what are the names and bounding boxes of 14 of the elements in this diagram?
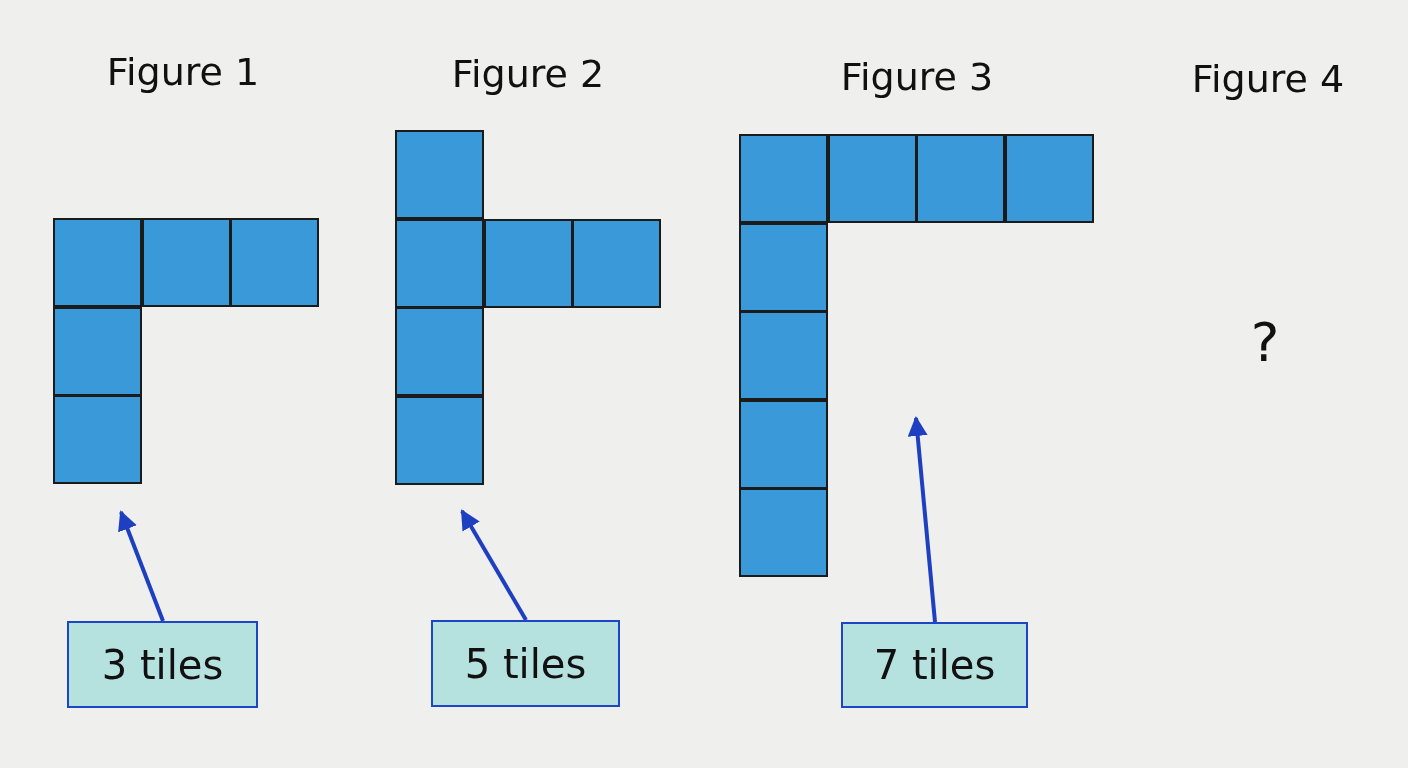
leader-arrow	[118, 510, 165, 622]
tile-count-label: 5 tiles	[431, 620, 620, 707]
figure-title: Figure 4	[1191, 57, 1345, 101]
tile-figure-drawing	[395, 130, 662, 485]
leader-arrow	[460, 509, 528, 621]
tile-figure-drawing	[739, 134, 1094, 578]
figure-title: Figure 2	[451, 52, 605, 96]
tile-count-label: 7 tiles	[841, 622, 1028, 708]
question-mark: ?	[1250, 310, 1280, 374]
leader-arrow	[907, 416, 937, 623]
tile-figure-drawing	[53, 218, 320, 485]
tile-count-label: 3 tiles	[67, 621, 258, 708]
figure-title: Figure 1	[106, 50, 260, 94]
figure-title: Figure 3	[840, 55, 994, 99]
